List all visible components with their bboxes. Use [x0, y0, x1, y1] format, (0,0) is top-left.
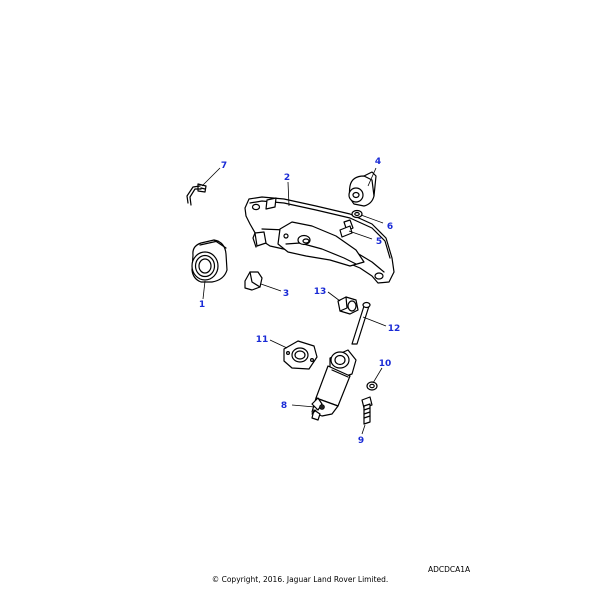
callout-3: 3 — [283, 289, 289, 299]
part-3-pivot-clip[interactable] — [244, 271, 263, 291]
part-4-pivot-ball[interactable] — [348, 171, 377, 207]
part-1-release-bearing[interactable] — [191, 239, 228, 283]
callout-6: 6 — [387, 222, 393, 232]
part-9-bolt[interactable] — [361, 396, 373, 425]
leader-lines — [201, 167, 387, 435]
leader-1 — [202, 280, 206, 300]
leader-8 — [291, 404, 316, 408]
leader-7 — [201, 167, 221, 187]
part-7-spring-clip[interactable] — [186, 183, 207, 206]
leader-5 — [348, 230, 373, 240]
callout-11: 11 — [256, 335, 269, 345]
callout-13: 13 — [314, 287, 327, 297]
callout-1: 1 — [199, 300, 205, 310]
part-12-pin[interactable] — [351, 301, 371, 345]
diagram-code: ADCDCA1A — [428, 565, 471, 574]
callout-10: 10 — [379, 359, 392, 369]
leader-2 — [287, 181, 290, 207]
part-2-release-lever[interactable] — [244, 196, 395, 284]
callout-9: 9 — [358, 436, 364, 446]
leader-3 — [260, 283, 282, 292]
callout-5: 5 — [376, 237, 382, 247]
leader-12 — [362, 316, 387, 327]
leader-10 — [372, 367, 383, 384]
part-5-bolt[interactable] — [339, 219, 354, 238]
leader-4 — [367, 167, 377, 187]
callout-labels: 1 2 3 4 5 6 7 8 9 10 11 12 13 — [199, 157, 400, 446]
leader-11 — [269, 339, 288, 349]
part-11-gasket[interactable] — [283, 340, 318, 370]
part-10-washer[interactable] — [366, 381, 378, 391]
callout-7: 7 — [221, 161, 227, 171]
leader-6 — [360, 214, 384, 224]
part-8-slave-cylinder[interactable] — [311, 349, 357, 421]
callout-4: 4 — [375, 157, 381, 167]
callout-2: 2 — [284, 173, 290, 183]
part-6-washer[interactable] — [351, 209, 363, 219]
copyright-notice: © Copyright, 2016. Jaguar Land Rover Lim… — [211, 575, 389, 584]
leader-9 — [361, 424, 366, 435]
leader-13 — [327, 291, 341, 302]
callout-8: 8 — [281, 401, 287, 411]
part-13-bush[interactable] — [337, 296, 359, 315]
callout-12: 12 — [388, 324, 401, 334]
